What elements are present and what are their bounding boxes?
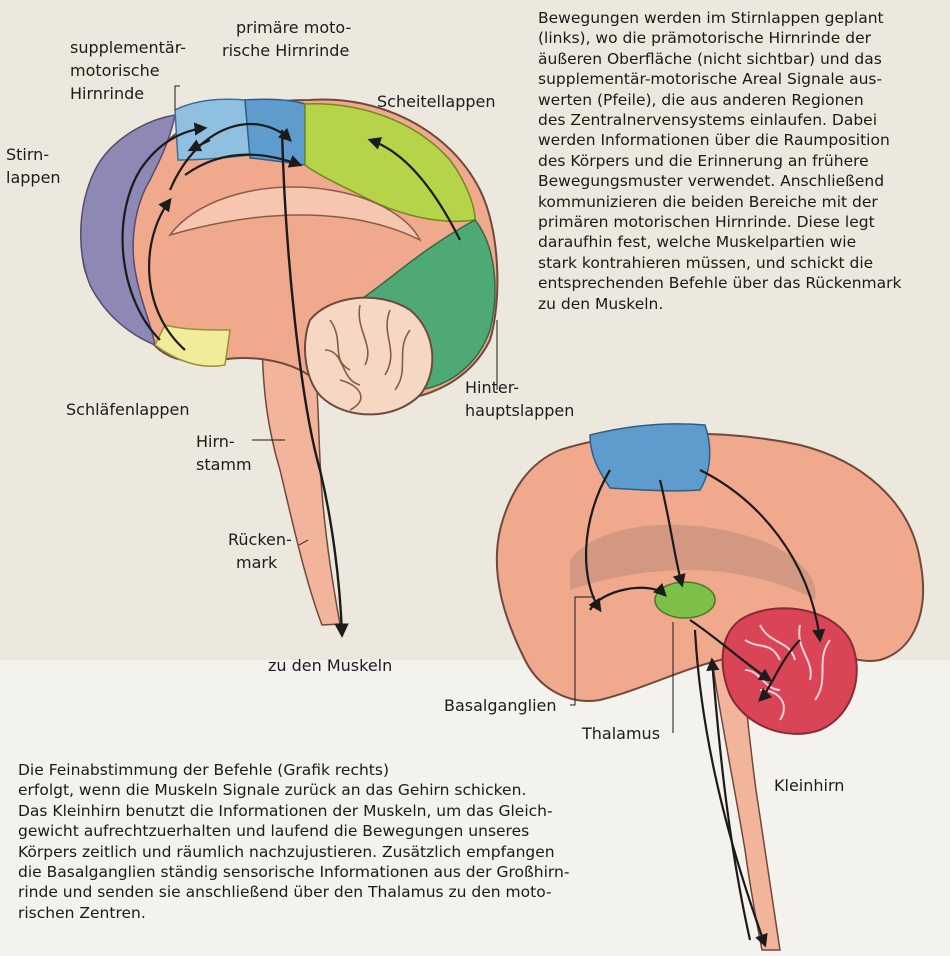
top-paragraph-line: werten (Pfeile), die aus anderen Regione…: [538, 90, 902, 110]
bottom-paragraph-line: Das Kleinhirn benutzt die Informationen …: [18, 801, 569, 821]
top-paragraph-line: entsprechenden Befehle über das Rückenma…: [538, 273, 902, 293]
label-kleinhirn: Kleinhirn: [774, 776, 844, 796]
left-brain: [81, 86, 498, 635]
label-supplementaer-line3: Hirnrinde: [70, 84, 144, 104]
top-paragraph-line: stark kontrahieren müssen, und schickt d…: [538, 253, 902, 273]
top-paragraph-line: primären motorischen Hirnrinde. Diese le…: [538, 212, 902, 232]
top-paragraph-line: äußeren Oberfläche (nicht sichtbar) und …: [538, 49, 902, 69]
top-paragraph-line: kommunizieren die beiden Bereiche mit de…: [538, 192, 902, 212]
top-paragraph: Bewegungen werden im Stirnlappen geplant…: [538, 8, 902, 314]
bottom-paragraph-line: die Basalganglien ständig sensorische In…: [18, 862, 569, 882]
top-paragraph-line: werden Informationen über die Raumpositi…: [538, 130, 902, 150]
label-ruecken-line1: Rücken-: [228, 530, 292, 550]
label-supplementaer-line2: motorische: [70, 61, 160, 81]
label-stirn-line1: Stirn-: [6, 145, 49, 165]
left-supplementary-area: [175, 99, 250, 160]
top-paragraph-line: des Körpers und die Erinnerung an früher…: [538, 151, 902, 171]
bottom-paragraph-line: rinde und senden sie anschließend über d…: [18, 882, 569, 902]
right-motor-area: [590, 424, 710, 491]
label-schlaefenlappen: Schläfenlappen: [66, 400, 190, 420]
bottom-paragraph-line: erfolgt, wenn die Muskeln Signale zurück…: [18, 780, 569, 800]
bottom-paragraph: Die Feinabstimmung der Befehle (Grafik r…: [18, 760, 569, 923]
label-scheitellappen: Scheitellappen: [377, 92, 496, 112]
left-temporal-lobe: [155, 325, 230, 366]
label-thalamus: Thalamus: [582, 724, 660, 744]
bottom-paragraph-line: Körpers zeitlich und räumlich nachzujust…: [18, 842, 569, 862]
top-paragraph-line: daraufhin fest, welche Muskelpartien wie: [538, 232, 902, 252]
label-hirnstamm-line2: stamm: [196, 455, 252, 475]
label-supplementaer-line1: supplementär-: [70, 38, 186, 58]
label-hinterhaupt-line2: hauptslappen: [465, 401, 574, 421]
top-paragraph-line: supplementär-motorische Areal Signale au…: [538, 69, 902, 89]
label-basalganglien: Basalganglien: [444, 696, 557, 716]
label-ruecken-line2: mark: [236, 553, 277, 573]
right-basal-ganglia: [655, 582, 715, 618]
top-paragraph-line: zu den Muskeln.: [538, 294, 902, 314]
label-stirn-line2: lappen: [6, 168, 61, 188]
bottom-paragraph-line: rischen Zentren.: [18, 903, 569, 923]
top-paragraph-line: des Zentralnervensystems einlaufen. Dabe…: [538, 110, 902, 130]
label-primaere-line1: primäre moto-: [236, 18, 351, 38]
label-primaere-line2: rische Hirnrinde: [222, 41, 349, 61]
top-paragraph-line: (links), wo die prämotorische Hirnrinde …: [538, 28, 902, 48]
top-paragraph-line: Bewegungsmuster verwendet. Anschließend: [538, 171, 902, 191]
bottom-paragraph-line: gewicht aufrechtzuerhalten und laufend d…: [18, 821, 569, 841]
label-hinterhaupt-line1: Hinter-: [465, 378, 519, 398]
leader-supplementaer: [175, 86, 180, 110]
label-hirnstamm-line1: Hirn-: [196, 432, 235, 452]
bottom-paragraph-line: Die Feinabstimmung der Befehle (Grafik r…: [18, 760, 569, 780]
left-cerebellum: [305, 298, 432, 415]
top-paragraph-line: Bewegungen werden im Stirnlappen geplant: [538, 8, 902, 28]
label-zu-den-muskeln: zu den Muskeln: [268, 656, 392, 676]
